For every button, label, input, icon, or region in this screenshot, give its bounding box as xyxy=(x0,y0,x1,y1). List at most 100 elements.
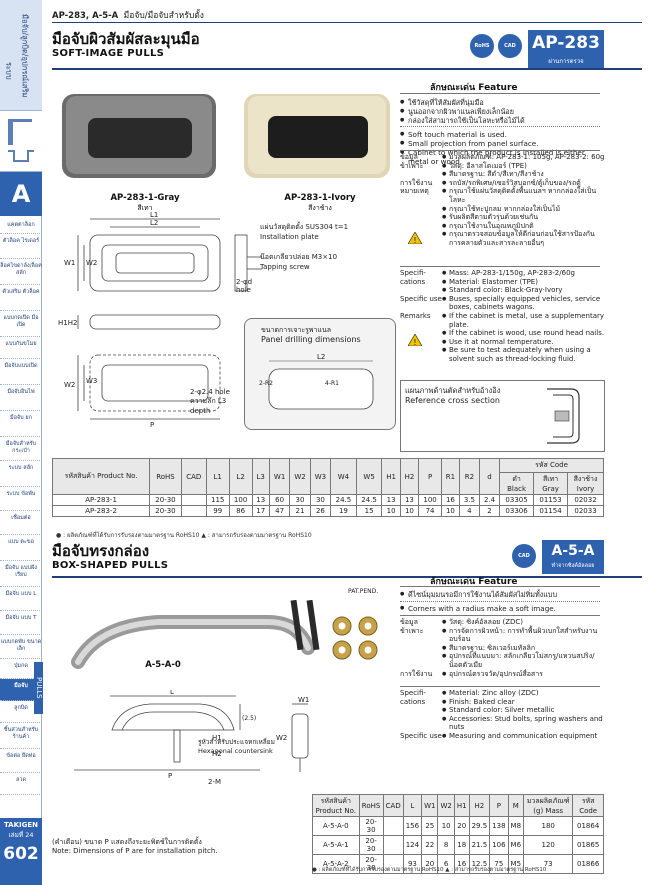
sidebar-item[interactable]: มือจับแบบเปิด xyxy=(0,359,42,385)
feature-th-item: ใช้วัสดุที่ให้สัมผัสที่นุ่มมือ xyxy=(400,98,605,107)
sidebar-item[interactable]: ข้อต่อ ยึดท่อ xyxy=(0,749,42,773)
brand-name: TAKIGEN xyxy=(3,821,39,829)
sidebar-item[interactable]: ล็อคไขดาล์ง/ล็อคสลัก xyxy=(0,259,42,285)
table-header-cell: W4 xyxy=(330,458,357,495)
section1-title-block: มือจับผิวสัมผัสละมุนมือ SOFT-IMAGE PULLS xyxy=(52,30,642,70)
svg-text:!: ! xyxy=(413,236,416,244)
sidebar-item-active[interactable]: มือจับ xyxy=(0,679,42,701)
section2-features-en: Corners with a radius make a soft image. xyxy=(400,604,605,613)
sidebar-item[interactable]: แคตตาล็อก xyxy=(0,218,42,234)
sidebar-tab-pulls[interactable]: PULLS xyxy=(34,662,43,714)
panel-drilling-drawing: L2 2-R2 4-R1 xyxy=(259,353,374,410)
table-header-cell: H2 xyxy=(399,458,420,495)
sidebar-item[interactable]: ระบบ ข้อพับ xyxy=(0,487,42,511)
divider xyxy=(400,266,600,267)
svg-text:H1H2: H1H2 xyxy=(58,319,77,327)
product-photo-gray xyxy=(62,94,216,178)
section2-title-block: มือจับทรงกล่อง BOX-SHAPED PULLS xyxy=(52,542,642,578)
reference-title-en: Reference cross section xyxy=(405,396,500,405)
sidebar-item[interactable]: ลวด xyxy=(0,773,42,795)
divider xyxy=(400,93,600,94)
sidebar-item[interactable]: มือจับอินไฟ xyxy=(0,385,42,411)
sidebar-item[interactable]: ตัวล็อค ไรเดอร์ xyxy=(0,234,42,259)
footer-note-th: (คำเตือน) ขนาด P แสดงถึงระยะพิตช์ในการติ… xyxy=(52,838,202,846)
reference-title-th: แผนภาพด้านตัดสำหรับอ้างอิง xyxy=(405,386,501,395)
cad-badge: CAD xyxy=(498,34,522,58)
product-code: AP-283 xyxy=(532,33,600,53)
table-header-cell: L xyxy=(402,794,423,817)
table-header-cell: RoHS xyxy=(358,794,384,817)
thread-label: 2-M xyxy=(208,778,222,786)
section1-feature-heading: ลักษณะเด่น Feature xyxy=(430,83,518,93)
table-header-cell: d xyxy=(478,458,501,495)
svg-text:W1: W1 xyxy=(64,259,75,267)
sidebar-item[interactable]: แบบกันขโมย xyxy=(0,337,42,359)
sidebar-item[interactable]: แบบกดพับ ขนาดเล็ก xyxy=(0,635,42,659)
header-codes: AP-283, A-5-A xyxy=(52,11,119,21)
svg-text:H2: H2 xyxy=(212,750,222,758)
footer-note: (คำเตือน) ขนาด P แสดงถึงระยะพิตช์ในการติ… xyxy=(52,838,218,856)
cad-badge: CAD xyxy=(512,544,536,568)
section-letter: A xyxy=(0,172,42,216)
section2-rohs-note: ● : ผลิตภัณฑ์ที่ได้รับการรับรองตามมาตรฐา… xyxy=(312,867,547,873)
header-subtitle: มือจับ/มือจับสำหรับตั้ง xyxy=(123,11,204,21)
page-header: AP-283, A-5-A มือจับ/มือจับสำหรับตั้ง xyxy=(52,8,204,22)
sidebar-item[interactable]: ตัวเสริม ตัวล็อค xyxy=(0,285,42,311)
table-header-cell: RoHS xyxy=(149,458,182,495)
section1-title-en: SOFT-IMAGE PULLS xyxy=(52,48,165,59)
svg-text:4-R1: 4-R1 xyxy=(325,380,339,387)
sidebar-item[interactable]: ปุ่มกด xyxy=(0,659,42,679)
sidebar-item[interactable]: มือจับ ยก xyxy=(0,411,42,437)
box-pull-caption: A-5-A-0 xyxy=(145,660,181,670)
feature-en-item: Small projection from panel surface. xyxy=(400,139,605,148)
svg-text:L1: L1 xyxy=(150,211,158,219)
feature-th-item: กล่องใส่สามารถใช้เป็นโลหะหรือไม้ได้ xyxy=(400,116,605,125)
page-number: 602 xyxy=(3,844,39,864)
table-header-cell: W1 xyxy=(268,458,291,495)
sidebar-item[interactable]: ระบบ สลัก xyxy=(0,461,42,487)
sidebar-item[interactable]: แบบกดเปิด มือเปิด xyxy=(0,311,42,337)
section1-features-th: ใช้วัสดุที่ให้สัมผัสที่นุ่มมือ นูนออกจาก… xyxy=(400,98,605,125)
divider xyxy=(400,615,600,616)
table-header-cell: W2 xyxy=(437,794,455,817)
product-photo-ivory xyxy=(244,94,390,178)
section1-rohs-note: ● : ผลิตภัณฑ์ที่ได้รับการรับรองตามมาตรฐา… xyxy=(56,532,312,539)
table-header-cell: R2 xyxy=(458,458,480,495)
product-code-box: AP-283 ผ่านการตรวจ xyxy=(528,30,604,68)
sidebar-item[interactable]: แบบ ตะขอ xyxy=(0,535,42,561)
section2-feature-heading: ลักษณะเด่น Feature xyxy=(430,577,518,587)
table-header-cell: M xyxy=(507,794,525,817)
sidebar-item[interactable]: มือจับสำหรับ กระเป๋า xyxy=(0,437,42,461)
rohs-badge: RoHS xyxy=(470,34,494,58)
svg-text:L: L xyxy=(170,690,174,696)
table-header-cell: W5 xyxy=(355,458,383,495)
table-header-cell: CAD xyxy=(180,458,207,495)
table-header-cell: H2 xyxy=(468,794,491,817)
sidebar-item[interactable]: มือจับ แบบ T xyxy=(0,611,42,635)
sidebar-item[interactable]: ลูกบิด xyxy=(0,701,42,723)
section1-title-th: มือจับผิวสัมผัสละมุนมือ xyxy=(52,30,200,48)
section1-technical-drawing: L1 L2 W1 W2 H1H2 W2 W3 P xyxy=(58,211,262,429)
sidebar-item[interactable]: มือจับ แบบฝังเรียบ xyxy=(0,561,42,587)
section2-spec-en: Specifi-cationsMaterial: Zinc alloy (ZDC… xyxy=(400,689,605,741)
product-code-box: A-5-A ทำจากซิงค์อัลลอย xyxy=(542,540,604,574)
panel-drilling-panel: ขนาดการเจาะรูพาแนล Panel drilling dimens… xyxy=(244,318,396,430)
panel-drilling-title-th: ขนาดการเจาะรูพาแนล xyxy=(261,326,332,334)
table-header-cell: L2 xyxy=(228,458,253,495)
sidebar-item[interactable]: มือจับ แบบ L xyxy=(0,587,42,611)
sidebar-item[interactable]: เชื่อมต่อ xyxy=(0,511,42,535)
sidebar-top: ระบบ มือจับ/ลูกบิด/อุปกรณ์เสริม xyxy=(0,0,42,110)
table-header-cell: รหัส Code xyxy=(499,458,604,473)
cross-section-drawing xyxy=(547,388,580,444)
section2-technical-drawing: L (2.5) W1 W2 H2 H1 P xyxy=(74,690,309,780)
product-code: A-5-A xyxy=(551,543,595,559)
edition-label: เล่มที่ 24 xyxy=(8,831,34,839)
sidebar-category-label: ระบบ xyxy=(4,62,14,80)
sidebar-item[interactable]: ชิ้นส่วนสำหรับ ร้านค้า xyxy=(0,723,42,749)
